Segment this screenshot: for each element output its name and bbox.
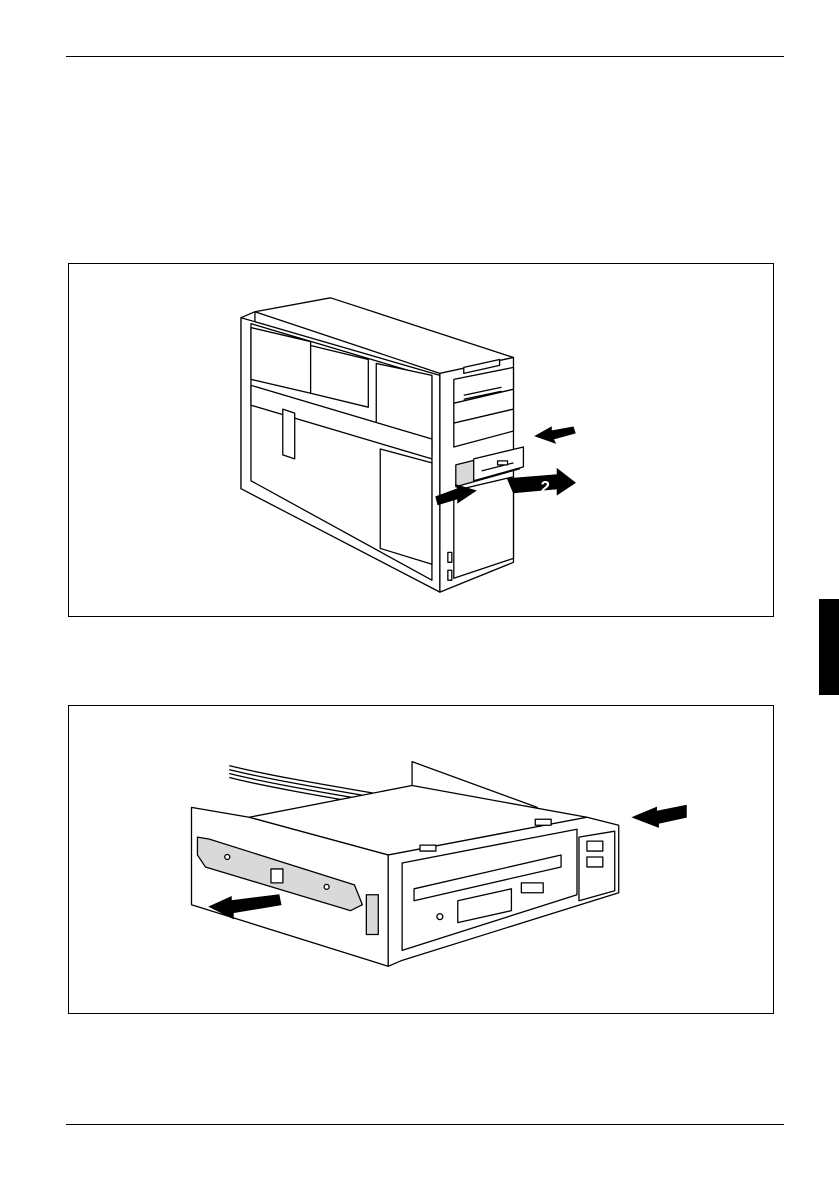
- figure-drive-carrier: [68, 705, 774, 1014]
- lower-bay-cage: [380, 449, 432, 564]
- header-rule: [66, 56, 784, 57]
- rail-latch: [366, 895, 378, 935]
- bezel-button-2: [587, 857, 603, 867]
- bezel-button-1: [587, 841, 603, 851]
- callout-number: 2: [541, 478, 550, 497]
- chapter-thumb-tab: [819, 599, 839, 695]
- figure-chassis-drive-removal: 2: [68, 263, 774, 617]
- arrow-push-carrier: [633, 805, 687, 827]
- arrow-push-left: [535, 427, 575, 443]
- chassis-illustration: 2: [69, 264, 773, 616]
- footer-rule: [66, 1124, 784, 1125]
- drive-carrier-illustration: [69, 706, 773, 1013]
